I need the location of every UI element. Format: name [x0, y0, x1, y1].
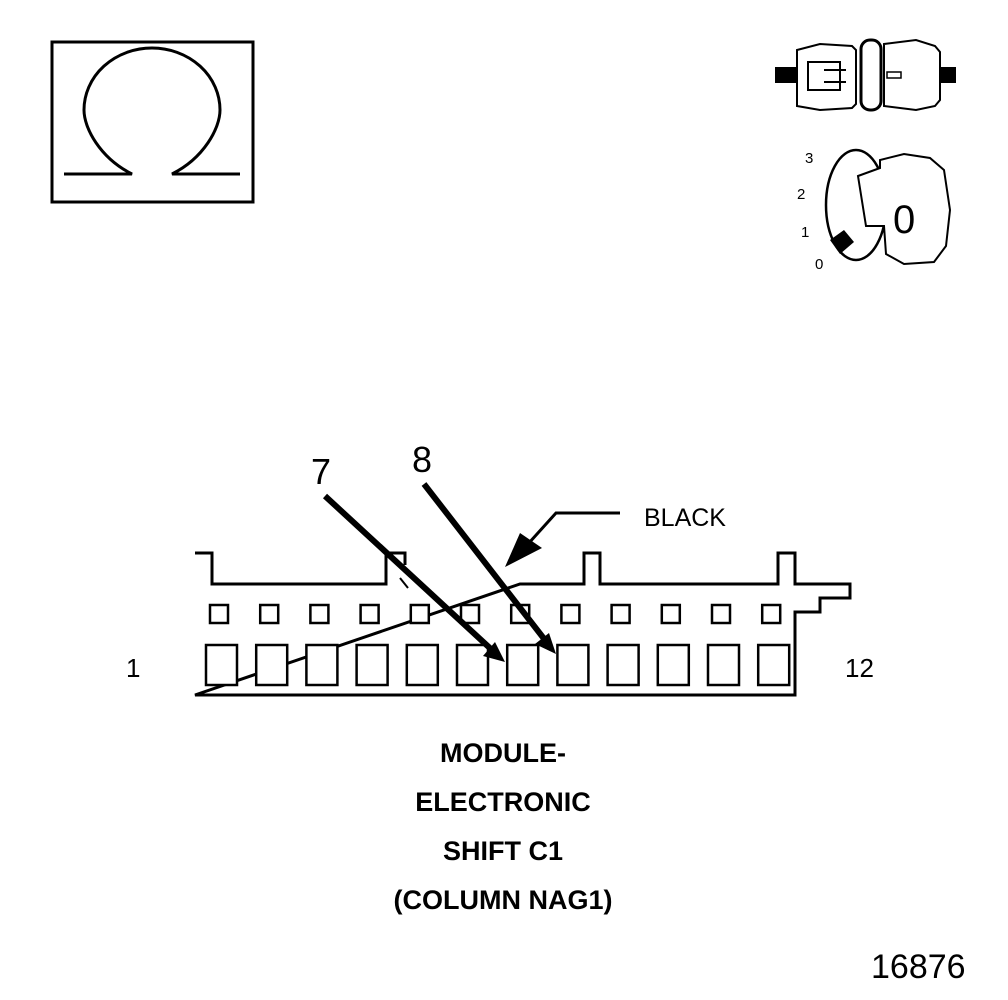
- pin-cavity-6: [455, 643, 490, 687]
- pin-cavity-9: [606, 643, 640, 687]
- disconnect-connector-icon: [775, 38, 956, 112]
- caption-line-1: MODULE-: [440, 738, 566, 768]
- small-cavity-5: [409, 603, 431, 625]
- callout-label-8: 8: [412, 439, 432, 480]
- connector-color-label: BLACK: [644, 504, 726, 532]
- pin-cavity-7: [505, 643, 540, 687]
- connector-pin-cavities: [204, 643, 791, 687]
- small-cavity-3: [309, 603, 330, 625]
- pin-cavity-8: [556, 643, 590, 687]
- callout-arrow-pin-8: [421, 482, 556, 654]
- ignition-key-label: 0: [893, 198, 915, 242]
- ohm-meter-icon: [50, 40, 255, 204]
- caption-line-3: SHIFT C1: [443, 836, 563, 866]
- connector-body: [194, 551, 852, 697]
- pin-cavity-1: [204, 643, 239, 687]
- connector-caption: MODULE- ELECTRONIC SHIFT C1 (COLUMN NAG1…: [394, 738, 613, 915]
- pin-cavity-2: [254, 643, 289, 687]
- small-cavity-1: [208, 603, 230, 625]
- small-cavity-8: [560, 603, 581, 625]
- ignition-position-1: 1: [801, 224, 809, 241]
- figure-number: 16876: [871, 948, 966, 986]
- caption-line-2: ELECTRONIC: [415, 787, 591, 817]
- pin-cavity-10: [656, 643, 691, 687]
- small-cavity-4: [359, 603, 380, 625]
- pin-cavity-11: [706, 643, 741, 687]
- ignition-position-3: 3: [805, 150, 813, 167]
- callout-label-7: 7: [311, 451, 331, 492]
- pin-cavity-12: [756, 643, 791, 687]
- connector-small-cavities: [208, 603, 782, 625]
- small-cavity-9: [610, 603, 631, 625]
- pin-cavity-4: [355, 643, 389, 687]
- pin-cavity-5: [405, 643, 440, 687]
- caption-line-4: (COLUMN NAG1): [394, 885, 613, 915]
- small-cavity-12: [760, 603, 782, 625]
- pin-start-label: 1: [126, 653, 140, 683]
- small-cavity-6: [459, 603, 481, 625]
- pin-end-label: 12: [845, 653, 874, 683]
- small-cavity-11: [710, 603, 732, 625]
- pin-cavity-3: [305, 643, 339, 687]
- ignition-key-icon: 3 2 1 0 0: [797, 148, 952, 273]
- color-leader: [505, 511, 620, 567]
- callout-arrow-pin-7: [322, 493, 505, 662]
- small-cavity-2: [258, 603, 280, 625]
- ignition-position-2: 2: [797, 186, 805, 203]
- ignition-position-0: 0: [815, 256, 823, 273]
- small-cavity-10: [660, 603, 682, 625]
